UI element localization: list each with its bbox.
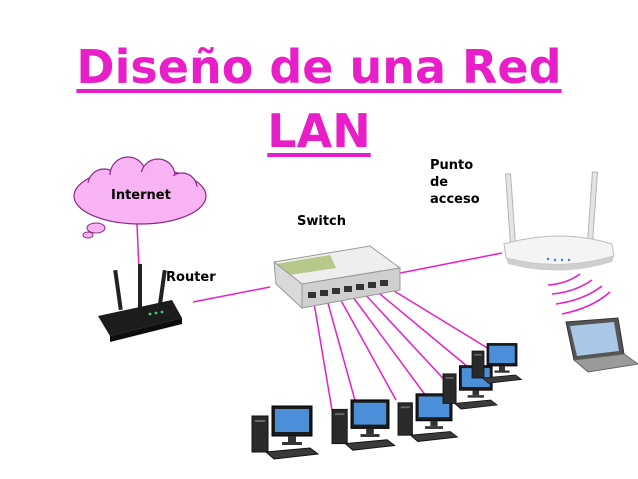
cloud-icon	[73, 156, 207, 239]
label-access-point-line-2: de	[430, 175, 449, 190]
cable-switch-pc6	[373, 288, 475, 373]
title-line-2: LAN	[267, 104, 371, 158]
router-icon	[98, 264, 182, 342]
desktop-computer-icon	[471, 343, 523, 384]
label-access-point: Punto de acceso	[430, 157, 480, 208]
label-access-point-line-3: acceso	[430, 192, 480, 207]
switch-icon	[272, 245, 402, 310]
desktop-computer-icon	[331, 399, 396, 451]
wifi-waves-icon	[547, 273, 611, 315]
connections	[136, 223, 503, 411]
label-router: Router	[166, 270, 216, 285]
cable-router-switch	[192, 286, 271, 303]
desktop-computer-icon	[442, 365, 499, 410]
cable-switch-pc1	[312, 296, 333, 411]
title-line-1: Diseño de una Red	[76, 40, 562, 94]
label-internet: Internet	[111, 188, 171, 203]
access-point-icon	[503, 171, 615, 271]
cable-switch-pc2	[325, 295, 357, 405]
laptop-icon	[565, 317, 638, 373]
cable-switch-pc4	[349, 292, 427, 397]
desktop-computer-icon	[251, 405, 320, 460]
cable-cloud-router	[136, 223, 140, 271]
desktop-computers	[251, 343, 523, 460]
label-access-point-line-1: Punto	[430, 158, 474, 173]
cable-switch-ap	[389, 252, 503, 276]
cable-switch-pc7	[385, 285, 495, 353]
cable-switch-pc3	[337, 294, 397, 401]
label-switch: Switch	[297, 214, 347, 229]
cable-switch-pc5	[361, 290, 453, 389]
